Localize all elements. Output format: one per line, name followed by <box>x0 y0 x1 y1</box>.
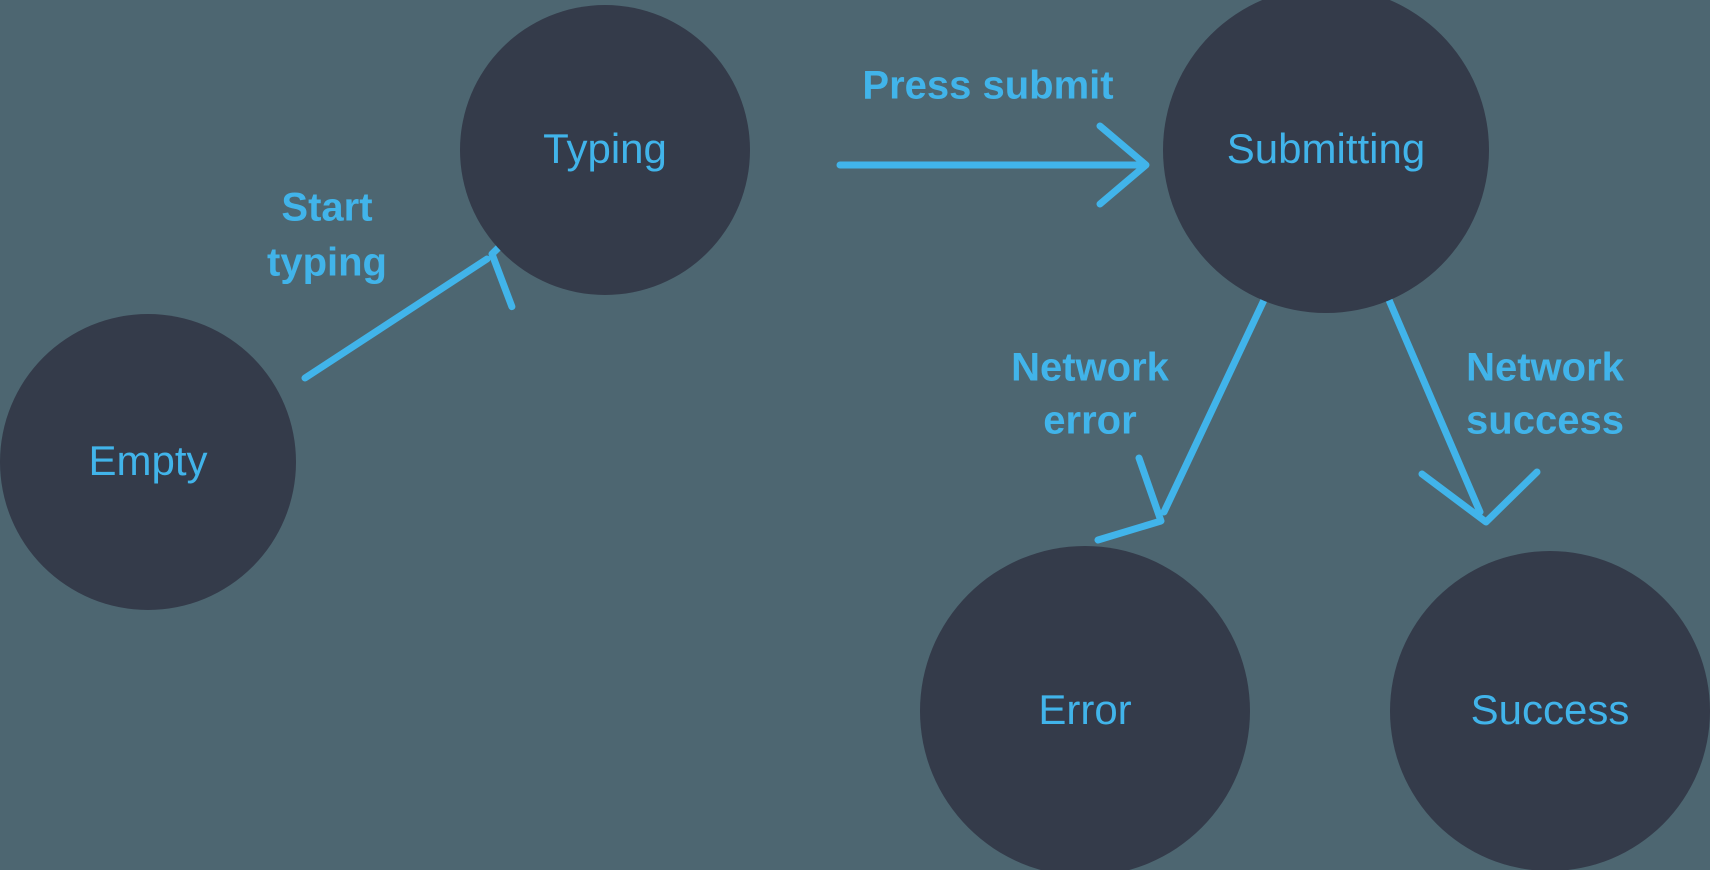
transition-label-press-submit: Press submit <box>862 64 1113 108</box>
transition-label-network-error: Network error <box>1011 346 1170 443</box>
transition-press-submit[interactable] <box>836 122 1150 208</box>
state-node-error[interactable]: Error <box>920 546 1250 870</box>
state-node-success-circle <box>1390 551 1710 870</box>
transition-network-error-arrowhead <box>1094 454 1165 544</box>
state-node-empty-circle <box>0 314 296 610</box>
state-node-submitting[interactable]: Submitting <box>1163 0 1489 313</box>
transition-label-network-success-line1: Network <box>1466 346 1625 390</box>
transition-press-submit-arrowhead <box>1096 122 1150 208</box>
transition-label-start-typing-line2: typing <box>267 241 387 285</box>
state-node-empty[interactable]: Empty <box>0 314 296 610</box>
state-node-typing-label: Typing <box>543 125 667 172</box>
transition-network-success-line <box>1385 296 1484 516</box>
state-node-typing[interactable]: Typing <box>460 5 750 295</box>
transition-network-error[interactable] <box>1094 296 1268 544</box>
state-node-error-circle <box>920 546 1250 870</box>
transition-label-network-error-line1: Network <box>1011 346 1170 390</box>
transition-label-network-error-line2: error <box>1043 399 1136 443</box>
transition-label-network-success: Network success <box>1466 346 1625 443</box>
state-node-typing-circle <box>460 5 750 295</box>
state-node-submitting-circle <box>1163 0 1489 313</box>
state-node-submitting-label: Submitting <box>1227 125 1425 172</box>
state-node-error-label: Error <box>1038 686 1131 733</box>
transition-label-network-success-line2: success <box>1466 399 1624 443</box>
state-node-success[interactable]: Success <box>1390 551 1710 870</box>
transition-label-start-typing-line1: Start <box>281 186 372 230</box>
transition-network-success-arrowhead <box>1418 468 1541 526</box>
transition-start-typing-line <box>301 255 491 382</box>
state-node-success-label: Success <box>1471 686 1630 733</box>
transition-network-success[interactable] <box>1385 296 1541 526</box>
transition-label-press-submit-line1: Press submit <box>862 64 1113 108</box>
transition-network-error-line <box>1160 296 1268 516</box>
transition-label-start-typing: Start typing <box>267 186 387 285</box>
state-node-empty-label: Empty <box>88 437 207 484</box>
